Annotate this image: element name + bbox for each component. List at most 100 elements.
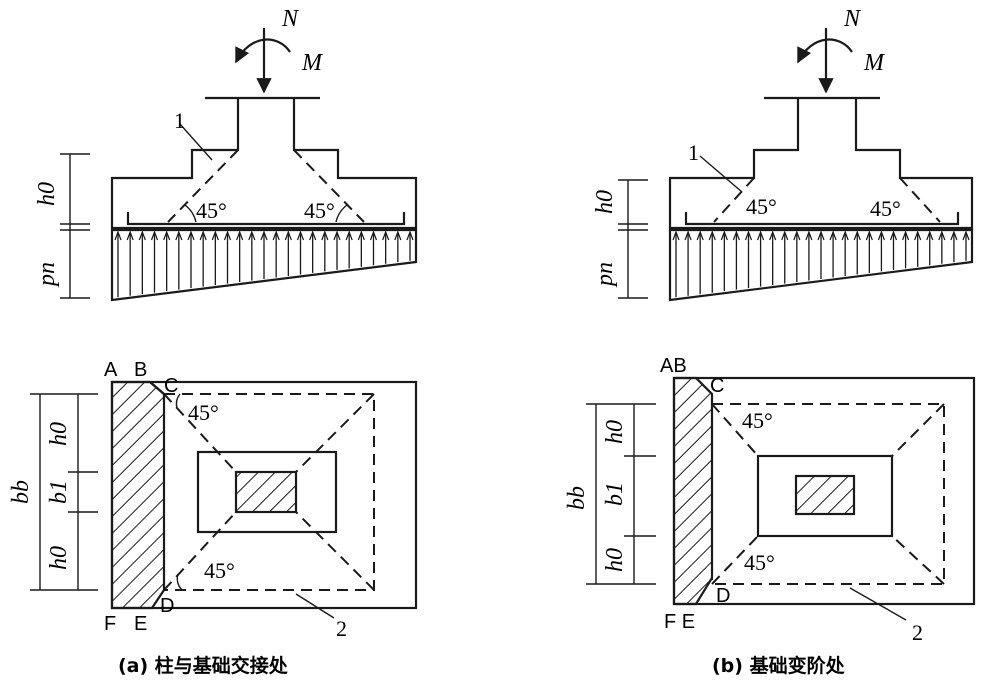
pressure-arrowhead xyxy=(865,230,873,241)
step-rect xyxy=(196,450,338,534)
label-pn: pn xyxy=(34,262,60,288)
pressure-arrowhead xyxy=(732,230,740,241)
callout-2: 2 xyxy=(912,620,923,645)
pressure-arrowhead xyxy=(284,230,292,241)
pressure-arrowhead xyxy=(757,230,765,241)
arc xyxy=(175,393,181,409)
label-h0: h0 xyxy=(592,190,618,214)
diag xyxy=(295,511,375,591)
label-pn: pn xyxy=(592,262,618,288)
pressure-arrowhead xyxy=(841,230,849,241)
pressure-arrowhead xyxy=(138,230,146,241)
angle-label-bottom: 45° xyxy=(204,558,235,583)
pressure-arrowhead xyxy=(357,230,365,241)
arc xyxy=(176,573,183,591)
pressure-arrowhead xyxy=(309,230,317,241)
pressure-arrowhead xyxy=(914,230,922,241)
pressure-arrowhead xyxy=(793,230,801,241)
footing-outline xyxy=(668,98,974,230)
callout-1: 1 xyxy=(174,108,185,133)
callout-1-leader xyxy=(179,123,213,161)
angle-label-bottom: 45° xyxy=(744,550,775,575)
pressure-arrowhead xyxy=(199,230,207,241)
pressure-arrowhead xyxy=(744,230,753,241)
pressure-arrowhead xyxy=(829,230,837,241)
diag xyxy=(891,403,945,457)
label-h0-bottom: h0 xyxy=(46,546,72,570)
label-b1: b1 xyxy=(602,482,628,506)
pressure-arrowhead xyxy=(926,230,934,241)
pressure-arrowhead xyxy=(696,230,704,241)
caption-a: (a) 柱与基础交接处 xyxy=(118,654,289,677)
pressure-arrowhead xyxy=(114,230,122,241)
diag xyxy=(295,393,375,473)
callout-1-leader xyxy=(699,155,743,193)
edge-BC xyxy=(149,381,165,395)
pressure-arrowhead xyxy=(369,230,378,241)
pressure-arrowhead xyxy=(296,230,305,241)
angle-label-top: 45° xyxy=(742,408,773,433)
pressure-arrowhead xyxy=(708,230,716,241)
angle-label-left: 45° xyxy=(196,198,227,223)
pressure-arrowhead xyxy=(950,230,958,241)
pressure-arrowhead xyxy=(321,230,329,241)
point-D: D xyxy=(716,585,730,607)
section-b: N M 45° 45° 1 h0 pn xyxy=(592,6,974,302)
pressure-arrowhead xyxy=(272,230,280,241)
pressure-arrowhead xyxy=(187,230,195,241)
rebar xyxy=(684,212,960,226)
pressure-arrowhead xyxy=(805,230,813,241)
pressure-arrowhead xyxy=(126,230,134,241)
label-M: M xyxy=(863,50,886,76)
label-M: M xyxy=(301,50,324,76)
rebar xyxy=(126,212,406,226)
point-B: B xyxy=(134,359,147,381)
plan-a: 45° 45° A B C D F E 2 bb h0 b1 h0 xyxy=(8,359,418,641)
punch-line-left xyxy=(713,177,755,223)
label-bb: bb xyxy=(564,486,590,510)
pressure-arrowhead xyxy=(223,230,232,241)
caption-b: (b) 基础变阶处 xyxy=(712,654,846,677)
angle-arc-right xyxy=(335,204,348,223)
pressure-arrowhead xyxy=(345,230,353,241)
diag xyxy=(711,403,759,457)
callout-2-leader xyxy=(295,593,335,619)
pressure-arrowhead xyxy=(406,230,414,241)
point-C: C xyxy=(710,375,724,397)
moment-arrow xyxy=(797,38,853,64)
callout-1: 1 xyxy=(688,140,699,165)
label-bb: bb xyxy=(8,480,34,504)
pressure-arrowhead xyxy=(889,230,898,241)
pressure-arrowhead xyxy=(236,230,244,241)
diag xyxy=(711,535,759,585)
pressure-diagram xyxy=(110,228,418,302)
point-C: C xyxy=(164,375,178,397)
punching-boundary xyxy=(711,403,945,585)
pressure-arrowhead xyxy=(175,230,183,241)
point-E: E xyxy=(134,613,147,635)
pressure-arrowhead xyxy=(248,230,256,241)
callout-2: 2 xyxy=(336,616,347,641)
pressure-arrowhead xyxy=(817,230,825,241)
point-AB: AB xyxy=(660,355,687,377)
angle-label-right: 45° xyxy=(304,198,335,223)
diag xyxy=(891,535,945,585)
point-FE: F E xyxy=(664,611,695,633)
step-rect xyxy=(756,454,894,538)
angle-label-left: 45° xyxy=(746,194,777,219)
point-A: A xyxy=(104,359,118,381)
label-N: N xyxy=(281,6,300,32)
pressure-arrowhead xyxy=(672,230,680,241)
pressure-arrowhead xyxy=(163,230,171,241)
angle-label-right: 45° xyxy=(870,196,901,221)
label-h0-top: h0 xyxy=(46,422,72,446)
label-b1: b1 xyxy=(46,480,72,504)
pressure-arrowhead xyxy=(902,230,910,241)
pressure-arrowhead xyxy=(260,230,268,241)
label-h0: h0 xyxy=(34,182,60,206)
pressure-arrowhead xyxy=(150,230,159,241)
hatched-strip xyxy=(672,376,714,606)
pressure-arrowhead xyxy=(853,230,861,241)
section-a: N M 45° 45° 1 h0 pn xyxy=(34,6,418,302)
